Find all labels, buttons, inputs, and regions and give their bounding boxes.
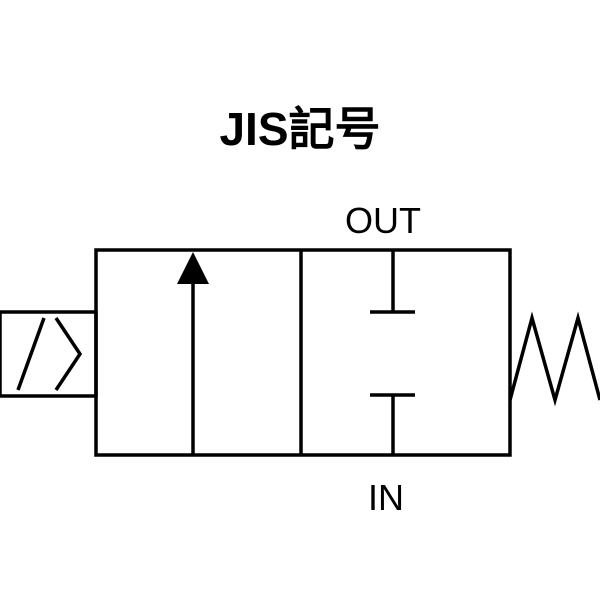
diagram-title: JIS記号 bbox=[219, 103, 380, 155]
solenoid-slash bbox=[16, 317, 46, 391]
spring-return bbox=[508, 311, 600, 407]
solenoid-chevron bbox=[54, 317, 83, 391]
open-position-flow bbox=[177, 252, 209, 455]
closed-position-ports bbox=[370, 250, 415, 455]
valve-outer-box bbox=[94, 248, 512, 457]
out-port-label: OUT bbox=[345, 200, 421, 241]
in-port-label: IN bbox=[368, 477, 404, 518]
solenoid-actuator bbox=[0, 310, 98, 398]
flow-arrowhead bbox=[177, 252, 209, 284]
valve-body bbox=[94, 248, 512, 457]
